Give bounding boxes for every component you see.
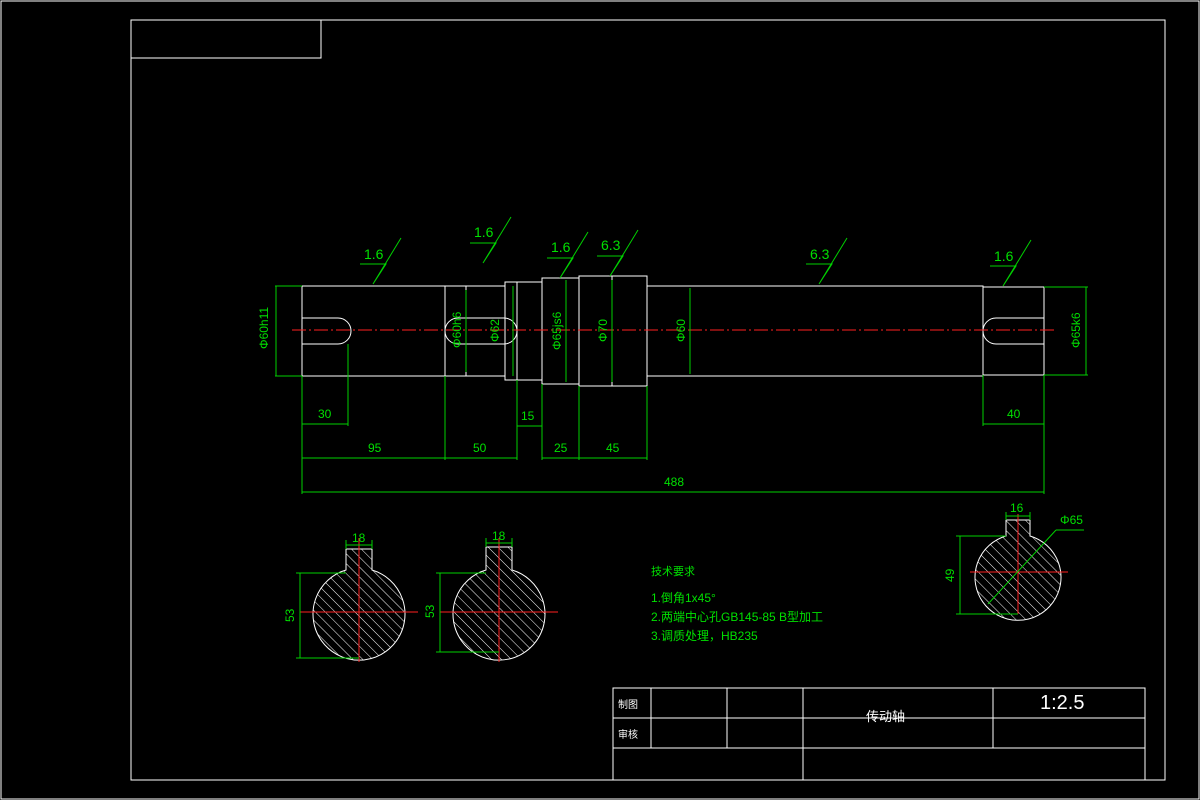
length-dims bbox=[301, 344, 1045, 494]
note-1: 1.倒角1x45° bbox=[651, 591, 716, 605]
part-name: 传动轴 bbox=[866, 709, 905, 724]
section-a bbox=[296, 538, 418, 662]
dia-60: Φ60 bbox=[674, 319, 688, 342]
dia-65k6: Φ65k6 bbox=[1069, 312, 1083, 348]
roughness-symbols bbox=[360, 216, 1032, 287]
title-label-checked: 审核 bbox=[618, 728, 638, 741]
dia-60h6: Φ60h6 bbox=[450, 311, 464, 348]
dim-50: 50 bbox=[473, 441, 487, 455]
dia-62: Φ62 bbox=[488, 319, 502, 342]
note-3: 3.调质处理，HB235 bbox=[651, 629, 758, 643]
section-b-width: 18 bbox=[492, 529, 506, 543]
roughness-1: 1.6 bbox=[364, 246, 384, 262]
section-b-height: 53 bbox=[423, 604, 437, 618]
dia-70: Φ70 bbox=[596, 319, 610, 342]
dia-65js6: Φ65js6 bbox=[550, 311, 564, 350]
dia-60h11: Φ60h11 bbox=[257, 307, 271, 349]
section-a-height: 53 bbox=[283, 608, 297, 622]
roughness-5: 6.3 bbox=[810, 246, 830, 262]
dim-488: 488 bbox=[664, 475, 684, 489]
dim-95: 95 bbox=[368, 441, 382, 455]
dim-40: 40 bbox=[1007, 407, 1021, 421]
dim-15: 15 bbox=[521, 409, 535, 423]
shaft-outline bbox=[301, 275, 1045, 387]
diameter-dims bbox=[275, 280, 1088, 382]
dim-30: 30 bbox=[318, 407, 332, 421]
drawing-border bbox=[130, 19, 1166, 781]
roughness-6: 1.6 bbox=[994, 248, 1014, 264]
technical-notes: 技术要求 1.倒角1x45° 2.两端中心孔GB145-85 B型加工 3.调质… bbox=[651, 565, 823, 643]
scale-value: 1:2.5 bbox=[1040, 692, 1084, 714]
note-2: 2.两端中心孔GB145-85 B型加工 bbox=[651, 609, 823, 624]
section-c-height: 49 bbox=[943, 568, 957, 582]
roughness-3: 1.6 bbox=[551, 239, 571, 255]
title-block bbox=[612, 687, 1146, 781]
section-a-width: 18 bbox=[352, 531, 366, 545]
title-label-drawn: 制图 bbox=[618, 698, 638, 711]
section-c bbox=[956, 512, 1084, 621]
dim-45: 45 bbox=[606, 441, 620, 455]
section-b bbox=[436, 538, 558, 662]
top-left-box bbox=[130, 19, 322, 59]
dim-25: 25 bbox=[554, 441, 568, 455]
section-c-dia: Φ65 bbox=[1060, 513, 1083, 527]
roughness-4: 6.3 bbox=[601, 237, 621, 253]
notes-heading: 技术要求 bbox=[651, 565, 695, 578]
section-c-width: 16 bbox=[1010, 501, 1024, 515]
roughness-2: 1.6 bbox=[474, 224, 494, 240]
